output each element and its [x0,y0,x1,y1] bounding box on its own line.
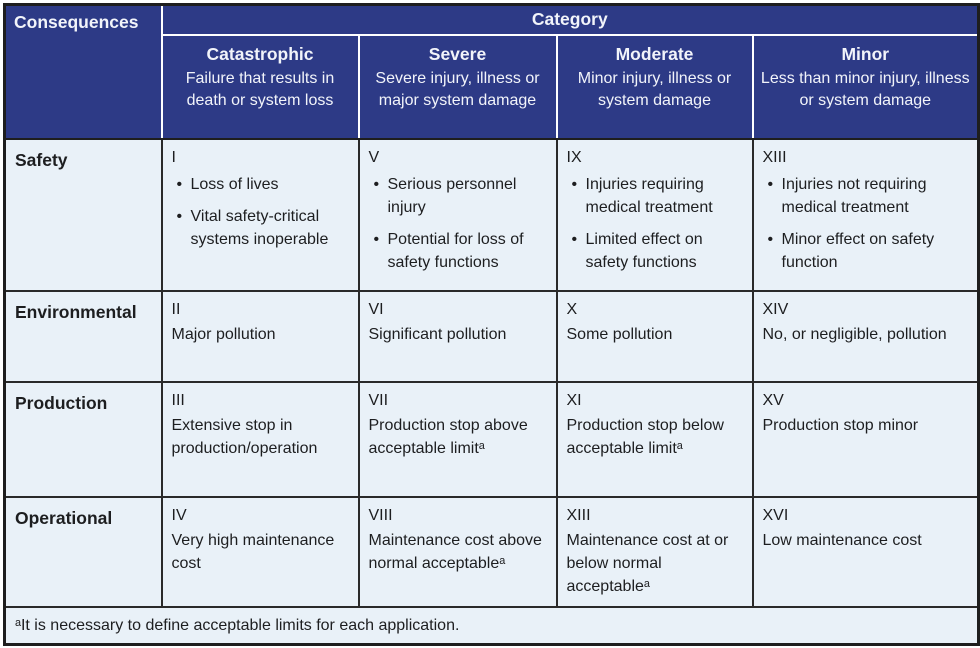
cell-numeral: II [171,300,181,318]
cell-text: Very high maintenance cost [171,531,335,572]
cell-text: Significant pollution [368,325,507,343]
cell-text: Production stop above acceptable limitᵃ [368,416,528,457]
column-description: Less than minor injury, illness or syste… [760,69,970,110]
cell-environmental-moderate: X Some pollution [555,289,754,383]
cell-numeral: XV [762,391,784,409]
cell-numeral: III [171,391,185,409]
cell-numeral: I [171,148,176,166]
bullet-list: Loss of lives Vital safety-critical syst… [172,173,350,252]
subcategory-header-row: Catastrophic Failure that results in dea… [5,33,979,140]
column-description: Minor injury, illness or system damage [577,69,732,110]
cell-numeral: VII [368,391,389,409]
cell-numeral: V [368,148,380,166]
cell-safety-catastrophic: I Loss of lives Vital safety-critical sy… [160,137,360,292]
column-description: Severe injury, illness or major system d… [375,69,540,110]
bullet-list: Serious personnel injury Potential for l… [369,173,548,275]
cell-operational-moderate: XIII Maintenance cost at or below normal… [555,495,754,608]
bullet-item: Potential for loss of safety functions [374,228,548,274]
cell-numeral: XVI [762,506,789,524]
cell-text: Maintenance cost above normal acceptable… [368,531,542,572]
cell-safety-minor: XIII Injuries not requiring medical trea… [751,137,980,292]
cell-text: No, or negligible, pollution [762,325,947,343]
bullet-item: Injuries not requiring medical treatment [768,173,970,219]
bullet-list: Injuries not requiring medical treatment… [763,173,970,275]
column-description: Failure that results in death or system … [185,69,335,110]
cell-operational-severe: VIII Maintenance cost above normal accep… [357,495,558,608]
cell-environmental-severe: VI Significant pollution [357,289,558,383]
category-header-row: Consequences Category [4,4,979,140]
column-title: Catastrophic [206,43,314,64]
cell-production-catastrophic: III Extensive stop in production/operati… [160,380,360,498]
cell-production-minor: XV Production stop minor [751,380,980,498]
bullet-item: Serious personnel injury [374,173,548,219]
cell-numeral: IX [566,148,582,166]
cell-numeral: XI [566,391,582,409]
bullet-list: Injuries requiring medical treatment Lim… [567,173,744,275]
cell-safety-severe: V Serious personnel injury Potential for… [357,137,558,292]
bullet-item: Minor effect on safety function [768,228,970,274]
cell-text: Extensive stop in production/operation [171,416,318,457]
header-cell-moderate: Moderate Minor injury, illness or system… [555,33,754,140]
category-header-cell: Category [160,4,979,36]
cell-text: Major pollution [171,325,276,343]
bullet-item: Injuries requiring medical treatment [572,173,744,219]
column-title: Severe [428,43,487,64]
cell-numeral: IV [171,506,187,524]
cell-text: Low maintenance cost [762,531,922,549]
cell-numeral: XIII [566,506,591,524]
header-cell-severe: Severe Severe injury, illness or major s… [357,33,558,140]
column-title: Moderate [615,43,694,64]
footnote-text: ᵃIt is necessary to define acceptable li… [3,605,980,646]
header-cell-catastrophic: Catastrophic Failure that results in dea… [160,33,360,140]
cell-text: Maintenance cost at or below normal acce… [566,531,729,596]
row-label-safety: Safety [3,137,163,292]
cell-production-moderate: XI Production stop below acceptable limi… [555,380,754,498]
bullet-item: Loss of lives [177,173,350,196]
cell-text: Production stop minor [762,416,919,434]
consequences-header-cell: Consequences [4,4,163,140]
consequence-category-table: Consequences Category Catastrophic Failu… [3,3,980,646]
cell-numeral: VI [368,300,384,318]
bullet-item: Vital safety-critical systems inoperable [177,205,350,251]
cell-operational-minor: XVI Low maintenance cost [751,495,980,608]
cell-numeral: XIII [762,148,787,166]
table-row-production: Production III Extensive stop in product… [3,380,980,498]
column-title: Minor [841,43,890,64]
cell-environmental-catastrophic: II Major pollution [160,289,360,383]
cell-numeral: X [566,300,578,318]
cell-safety-moderate: IX Injuries requiring medical treatment … [555,137,754,292]
row-label-production: Production [3,380,163,498]
cell-environmental-minor: XIV No, or negligible, pollution [751,289,980,383]
header-cell-minor: Minor Less than minor injury, illness or… [751,33,979,140]
cell-text: Production stop below acceptable limitᵃ [566,416,724,457]
cell-operational-catastrophic: IV Very high maintenance cost [160,495,360,608]
cell-production-severe: VII Production stop above acceptable lim… [357,380,558,498]
bullet-item: Limited effect on safety functions [572,228,744,274]
row-label-operational: Operational [3,495,163,608]
table-row-environmental: Environmental II Major pollution VI Sign… [3,289,980,383]
cell-numeral: VIII [368,506,393,524]
table-row-operational: Operational IV Very high maintenance cos… [3,495,980,608]
cell-numeral: XIV [762,300,789,318]
table-row-safety: Safety I Loss of lives Vital safety-crit… [3,137,980,292]
footnote-row: ᵃIt is necessary to define acceptable li… [3,605,980,646]
cell-text: Some pollution [566,325,673,343]
row-label-environmental: Environmental [3,289,163,383]
